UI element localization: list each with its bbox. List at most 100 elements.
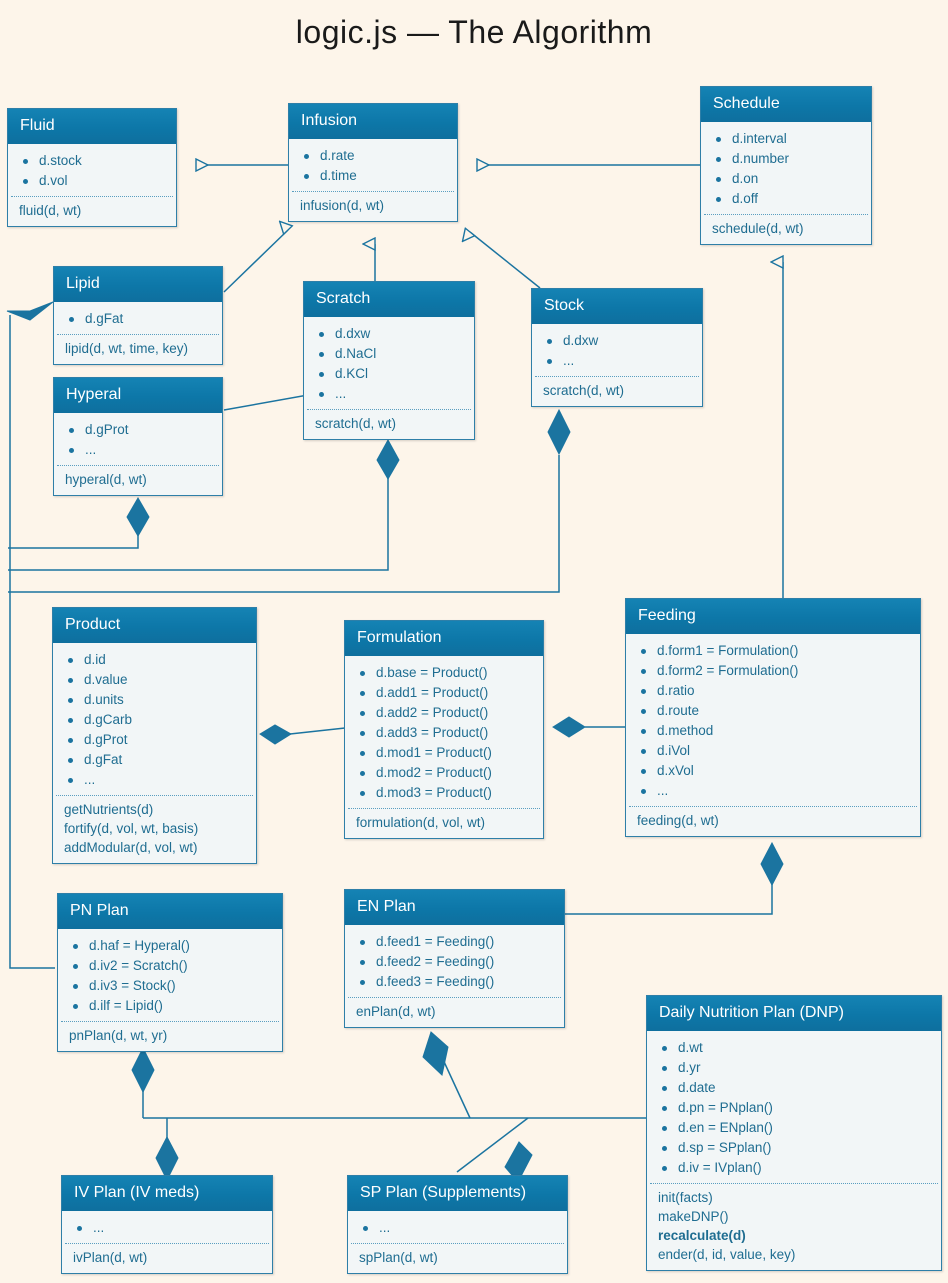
class-attributes-ivplan: ... <box>65 1211 269 1244</box>
attribute-row: d.feed2 = Feeding() <box>356 952 553 972</box>
attribute-row: d.KCl <box>315 364 463 384</box>
operation-row: hyperal(d, wt) <box>65 471 147 487</box>
class-operations-infusion: infusion(d, wt) <box>289 192 457 221</box>
class-attributes-feeding: d.form1 = Formulation() d.form2 = Formul… <box>629 634 917 807</box>
class-title-enplan: EN Plan <box>345 890 564 925</box>
class-operations-spplan: spPlan(d, wt) <box>348 1244 567 1273</box>
attribute-row: d.form2 = Formulation() <box>637 661 909 681</box>
class-box-scratch[interactable]: Scratch d.dxw d.NaCl d.KCl ... scratch(d… <box>303 281 475 440</box>
operation-row: scratch(d, wt) <box>315 415 397 431</box>
class-operations-formulation: formulation(d, vol, wt) <box>345 809 543 838</box>
class-title-scratch: Scratch <box>304 282 474 317</box>
class-title-product: Product <box>53 608 256 643</box>
attribute-row: d.dxw <box>543 331 691 351</box>
attribute-row: d.ratio <box>637 681 909 701</box>
class-operations-pnplan: pnPlan(d, wt, yr) <box>58 1022 282 1051</box>
class-attributes-product: d.id d.value d.units d.gCarb d.gProt d.g… <box>56 643 253 796</box>
operation-row: makeDNP() <box>658 1208 729 1224</box>
class-box-product[interactable]: Product d.id d.value d.units d.gCarb d.g… <box>52 607 257 864</box>
class-box-lipid[interactable]: Lipid d.gFat lipid(d, wt, time, key) <box>53 266 223 365</box>
attribute-row: d.vol <box>19 171 165 191</box>
attribute-row: d.gProt <box>65 420 211 440</box>
operation-row: lipid(d, wt, time, key) <box>65 340 189 356</box>
class-box-infusion[interactable]: Infusion d.rate d.time infusion(d, wt) <box>288 103 458 222</box>
class-box-schedule[interactable]: Schedule d.interval d.number d.on d.off … <box>700 86 872 245</box>
attribute-row: d.iv2 = Scratch() <box>69 956 271 976</box>
class-title-pnplan: PN Plan <box>58 894 282 929</box>
attribute-row: d.en = ENplan() <box>658 1118 930 1138</box>
class-title-formulation: Formulation <box>345 621 543 656</box>
operation-row: schedule(d, wt) <box>712 220 804 236</box>
attribute-row: d.mod3 = Product() <box>356 783 532 803</box>
operation-row: pnPlan(d, wt, yr) <box>69 1027 168 1043</box>
class-attributes-enplan: d.feed1 = Feeding() d.feed2 = Feeding() … <box>348 925 561 998</box>
class-operations-dnp: init(facts) makeDNP() recalculate(d) end… <box>647 1184 941 1270</box>
class-box-dnp[interactable]: Daily Nutrition Plan (DNP) d.wt d.yr d.d… <box>646 995 942 1271</box>
class-attributes-pnplan: d.haf = Hyperal() d.iv2 = Scratch() d.iv… <box>61 929 279 1022</box>
class-operations-lipid: lipid(d, wt, time, key) <box>54 335 222 364</box>
class-box-formulation[interactable]: Formulation d.base = Product() d.add1 = … <box>344 620 544 839</box>
attribute-row: d.base = Product() <box>356 663 532 683</box>
class-operations-feeding: feeding(d, wt) <box>626 807 920 836</box>
attribute-row: d.ilf = Lipid() <box>69 996 271 1016</box>
class-title-feeding: Feeding <box>626 599 920 634</box>
operation-row: infusion(d, wt) <box>300 197 385 213</box>
operation-row: spPlan(d, wt) <box>359 1249 438 1265</box>
class-attributes-fluid: d.stock d.vol <box>11 144 173 197</box>
attribute-row: ... <box>65 440 211 460</box>
class-box-ivplan[interactable]: IV Plan (IV meds) ... ivPlan(d, wt) <box>61 1175 273 1274</box>
class-box-fluid[interactable]: Fluid d.stock d.vol fluid(d, wt) <box>7 108 177 227</box>
class-attributes-stock: d.dxw ... <box>535 324 699 377</box>
attribute-row: d.feed1 = Feeding() <box>356 932 553 952</box>
operation-row: scratch(d, wt) <box>543 382 625 398</box>
operation-row: getNutrients(d) <box>64 801 154 817</box>
attribute-row: d.value <box>64 670 245 690</box>
class-operations-product: getNutrients(d) fortify(d, vol, wt, basi… <box>53 796 256 863</box>
attribute-row: d.number <box>712 149 860 169</box>
attribute-row: d.stock <box>19 151 165 171</box>
class-box-feeding[interactable]: Feeding d.form1 = Formulation() d.form2 … <box>625 598 921 837</box>
class-attributes-spplan: ... <box>351 1211 564 1244</box>
attribute-row: d.iv = IVplan() <box>658 1158 930 1178</box>
operation-row: enPlan(d, wt) <box>356 1003 436 1019</box>
attribute-row: d.add3 = Product() <box>356 723 532 743</box>
attribute-row: d.iVol <box>637 741 909 761</box>
class-box-enplan[interactable]: EN Plan d.feed1 = Feeding() d.feed2 = Fe… <box>344 889 565 1028</box>
attribute-row: d.pn = PNplan() <box>658 1098 930 1118</box>
attribute-row: d.date <box>658 1078 930 1098</box>
class-attributes-infusion: d.rate d.time <box>292 139 454 192</box>
attribute-row: d.gFat <box>64 750 245 770</box>
class-box-spplan[interactable]: SP Plan (Supplements) ... spPlan(d, wt) <box>347 1175 568 1274</box>
class-title-spplan: SP Plan (Supplements) <box>348 1176 567 1211</box>
attribute-row: ... <box>359 1218 556 1238</box>
class-title-lipid: Lipid <box>54 267 222 302</box>
class-title-infusion: Infusion <box>289 104 457 139</box>
class-operations-fluid: fluid(d, wt) <box>8 197 176 226</box>
attribute-row: d.route <box>637 701 909 721</box>
attribute-row: d.id <box>64 650 245 670</box>
attribute-row: d.time <box>300 166 446 186</box>
class-operations-enplan: enPlan(d, wt) <box>345 998 564 1027</box>
attribute-row: d.haf = Hyperal() <box>69 936 271 956</box>
class-attributes-hyperal: d.gProt ... <box>57 413 219 466</box>
attribute-row: d.add1 = Product() <box>356 683 532 703</box>
attribute-row: d.form1 = Formulation() <box>637 641 909 661</box>
attribute-row: ... <box>637 781 909 801</box>
class-title-schedule: Schedule <box>701 87 871 122</box>
attribute-row: ... <box>64 770 245 790</box>
page-title: logic.js — The Algorithm <box>295 14 653 50</box>
class-box-stock[interactable]: Stock d.dxw ... scratch(d, wt) <box>531 288 703 407</box>
operation-row: fluid(d, wt) <box>19 202 82 218</box>
attribute-row: d.add2 = Product() <box>356 703 532 723</box>
class-operations-ivplan: ivPlan(d, wt) <box>62 1244 272 1273</box>
class-box-pnplan[interactable]: PN Plan d.haf = Hyperal() d.iv2 = Scratc… <box>57 893 283 1052</box>
operation-row: ivPlan(d, wt) <box>73 1249 148 1265</box>
class-operations-scratch: scratch(d, wt) <box>304 410 474 439</box>
class-box-hyperal[interactable]: Hyperal d.gProt ... hyperal(d, wt) <box>53 377 223 496</box>
attribute-row: d.mod1 = Product() <box>356 743 532 763</box>
operation-row: ender(d, id, value, key) <box>658 1246 796 1262</box>
operation-row: feeding(d, wt) <box>637 812 719 828</box>
attribute-row: ... <box>73 1218 261 1238</box>
operation-row: formulation(d, vol, wt) <box>356 814 486 830</box>
class-attributes-formulation: d.base = Product() d.add1 = Product() d.… <box>348 656 540 809</box>
